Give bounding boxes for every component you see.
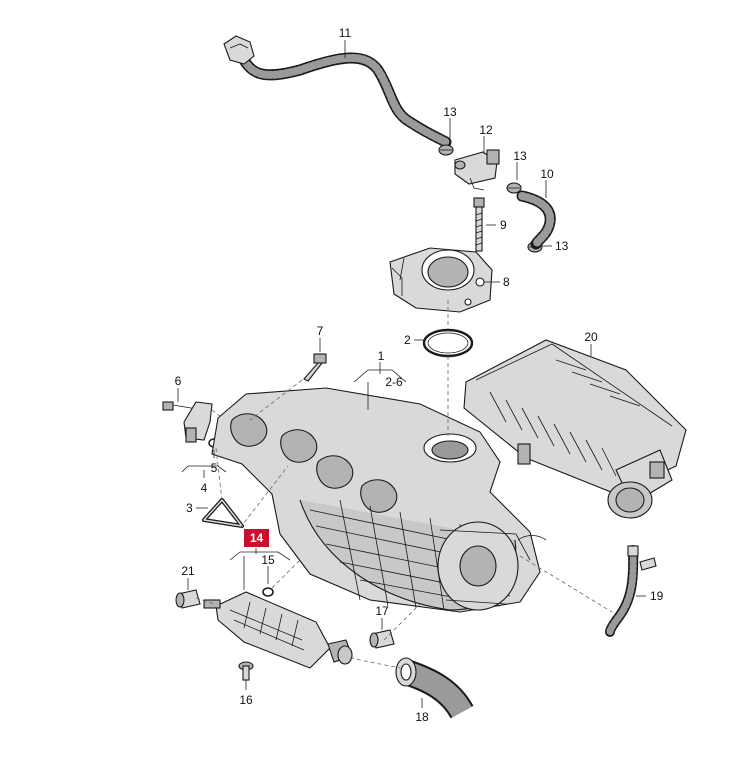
callout-9: 9 <box>500 218 507 232</box>
vent-hose-part-11 <box>223 35 452 148</box>
callout-21: 21 <box>181 564 195 578</box>
callout-1: 1 <box>378 349 385 363</box>
callout-15: 15 <box>261 553 275 567</box>
assembly-dashed-lines <box>195 300 613 669</box>
hose-clamp-part-13b <box>506 182 522 194</box>
seal-part-3 <box>202 498 244 528</box>
callout-2: 2 <box>404 333 411 347</box>
plug-part-17 <box>369 629 395 649</box>
breather-hose-part-19 <box>605 545 657 637</box>
callout-7: 7 <box>317 324 324 338</box>
callout-19: 19 <box>650 589 664 603</box>
callout-12: 12 <box>479 123 493 137</box>
resonator-part-14 <box>203 591 353 669</box>
callout-13a: 13 <box>443 105 457 119</box>
callout-18: 18 <box>415 710 429 724</box>
valve-part-12 <box>454 149 500 191</box>
callout-13b: 13 <box>513 149 527 163</box>
callout-16: 16 <box>239 693 253 707</box>
bolt-part-9 <box>473 197 485 252</box>
callout-14: 14 <box>250 531 264 545</box>
throttle-body-part-8 <box>389 247 493 313</box>
callout-17: 17 <box>375 604 389 618</box>
callout-2-6: 2-6 <box>385 375 403 389</box>
callout-8: 8 <box>503 275 510 289</box>
small-hose-part-10 <box>516 190 556 250</box>
bolt-part-7 <box>303 353 327 382</box>
gasket-ring-part-2 <box>422 328 474 358</box>
leader-lines <box>177 40 646 708</box>
callout-20: 20 <box>584 330 598 344</box>
callout-6: 6 <box>175 374 182 388</box>
callout-3: 3 <box>186 501 193 515</box>
screw-part-16 <box>238 661 254 681</box>
callout-4: 4 <box>201 481 208 495</box>
o-ring-part-15 <box>262 587 274 597</box>
intake-manifold-part-1 <box>211 387 547 613</box>
sensor-part-6 <box>162 401 213 443</box>
plug-part-21 <box>175 589 201 609</box>
callout-10: 10 <box>540 167 554 181</box>
callout-5: 5 <box>211 461 218 475</box>
hose-clamp-part-13a <box>438 144 454 156</box>
callout-11: 11 <box>339 26 352 40</box>
air-filter-housing-part-20 <box>463 339 687 519</box>
highlight-badge-14 <box>244 529 269 547</box>
intake-hose-part-18 <box>395 657 474 719</box>
callout-13c: 13 <box>555 239 569 253</box>
